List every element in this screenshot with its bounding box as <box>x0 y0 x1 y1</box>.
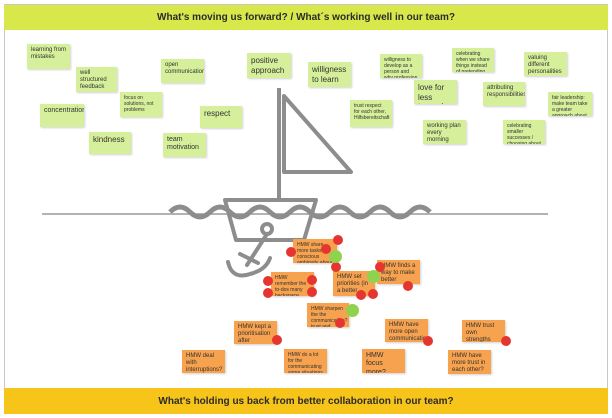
green-note-willigness-to-develop[interactable]: willigness to develop as a person and wh… <box>380 54 422 78</box>
orange-note-deal-with-interruptions[interactable]: HMW deal with interruptions? <box>182 350 225 373</box>
vote-dot[interactable] <box>307 275 317 285</box>
vote-dot-green[interactable] <box>346 304 359 317</box>
anchor-icon <box>226 222 274 278</box>
green-note-kindness[interactable]: kindness <box>89 132 131 154</box>
green-note-attributing-responsibilities[interactable]: attributing responsibilities <box>483 82 525 106</box>
vote-dot-green[interactable] <box>367 270 380 283</box>
green-note-willigness-to-learn[interactable]: willigness to learn <box>308 62 351 87</box>
vote-dot[interactable] <box>263 288 273 298</box>
orange-note-reduce-misunderstandings[interactable]: HMW do a lot for the communicating some … <box>284 349 327 373</box>
vote-dot[interactable] <box>272 335 282 345</box>
top-banner: What's moving us forward? / What´s worki… <box>4 5 608 30</box>
green-note-positive-approach[interactable]: positive approach <box>247 53 291 78</box>
orange-note-open-communication[interactable]: HMW have more open communication? <box>385 319 428 342</box>
vote-dot[interactable] <box>356 290 366 300</box>
vote-dot[interactable] <box>307 287 317 297</box>
vote-dot[interactable] <box>331 262 341 272</box>
vote-dot[interactable] <box>286 247 296 257</box>
vote-dot-green[interactable] <box>329 250 342 263</box>
vote-dot[interactable] <box>321 244 331 254</box>
vote-dot[interactable] <box>263 276 273 286</box>
green-note-fair-leadership[interactable]: fair leadership: make team take a greate… <box>548 92 592 116</box>
orange-note-kept-prioritisation[interactable]: HMW kept a prioritisation after creating… <box>234 321 277 344</box>
green-note-concentration[interactable]: concentration <box>40 104 84 127</box>
vote-dot[interactable] <box>335 318 345 328</box>
vote-dot[interactable] <box>501 336 511 346</box>
green-note-trust-respect[interactable]: trust respect for each other, Hilfsberei… <box>350 100 392 127</box>
green-note-working-plan[interactable]: working plan every morning <box>423 120 466 144</box>
green-note-well-structured-feedback[interactable]: well structured feedback <box>76 67 117 92</box>
orange-note-trust-strengths[interactable]: HMW trust own strengths more? <box>462 320 505 342</box>
vote-dot[interactable] <box>375 262 385 272</box>
green-note-respect[interactable]: respect <box>200 106 242 128</box>
green-note-love-for-less-taxes[interactable]: love for less taxes :) <box>414 80 457 104</box>
bottom-banner: What's holding us back from better colla… <box>4 388 608 414</box>
green-note-focus-on-solutions[interactable]: focus on solutions, not problems <box>120 92 162 117</box>
green-note-celebrating-sharing[interactable]: celebrating when we share things instead… <box>452 48 494 72</box>
orange-note-remember-todos[interactable]: HMW remember the to-dos many backspace t… <box>271 272 314 296</box>
vote-dot[interactable] <box>333 235 343 245</box>
green-note-team-motivation[interactable]: team motivation <box>163 133 206 157</box>
boat-icon <box>168 88 432 242</box>
orange-note-focus-more[interactable]: HMW focus more? <box>362 349 405 373</box>
orange-note-trust-each-other[interactable]: HMW have more trust in each other? <box>448 350 491 374</box>
green-note-learning-from-mistakes[interactable]: learning from mistakes <box>27 44 70 69</box>
vote-dot[interactable] <box>403 281 413 291</box>
vote-dot[interactable] <box>423 336 433 346</box>
vote-dot[interactable] <box>368 289 378 299</box>
green-note-open-communication[interactable]: open communication <box>161 59 204 83</box>
green-note-celebrating-smaller-successes[interactable]: celebrating smaller successes / choosing… <box>503 120 545 144</box>
green-note-valuing-personalities[interactable]: valuing different personalities <box>524 52 567 76</box>
